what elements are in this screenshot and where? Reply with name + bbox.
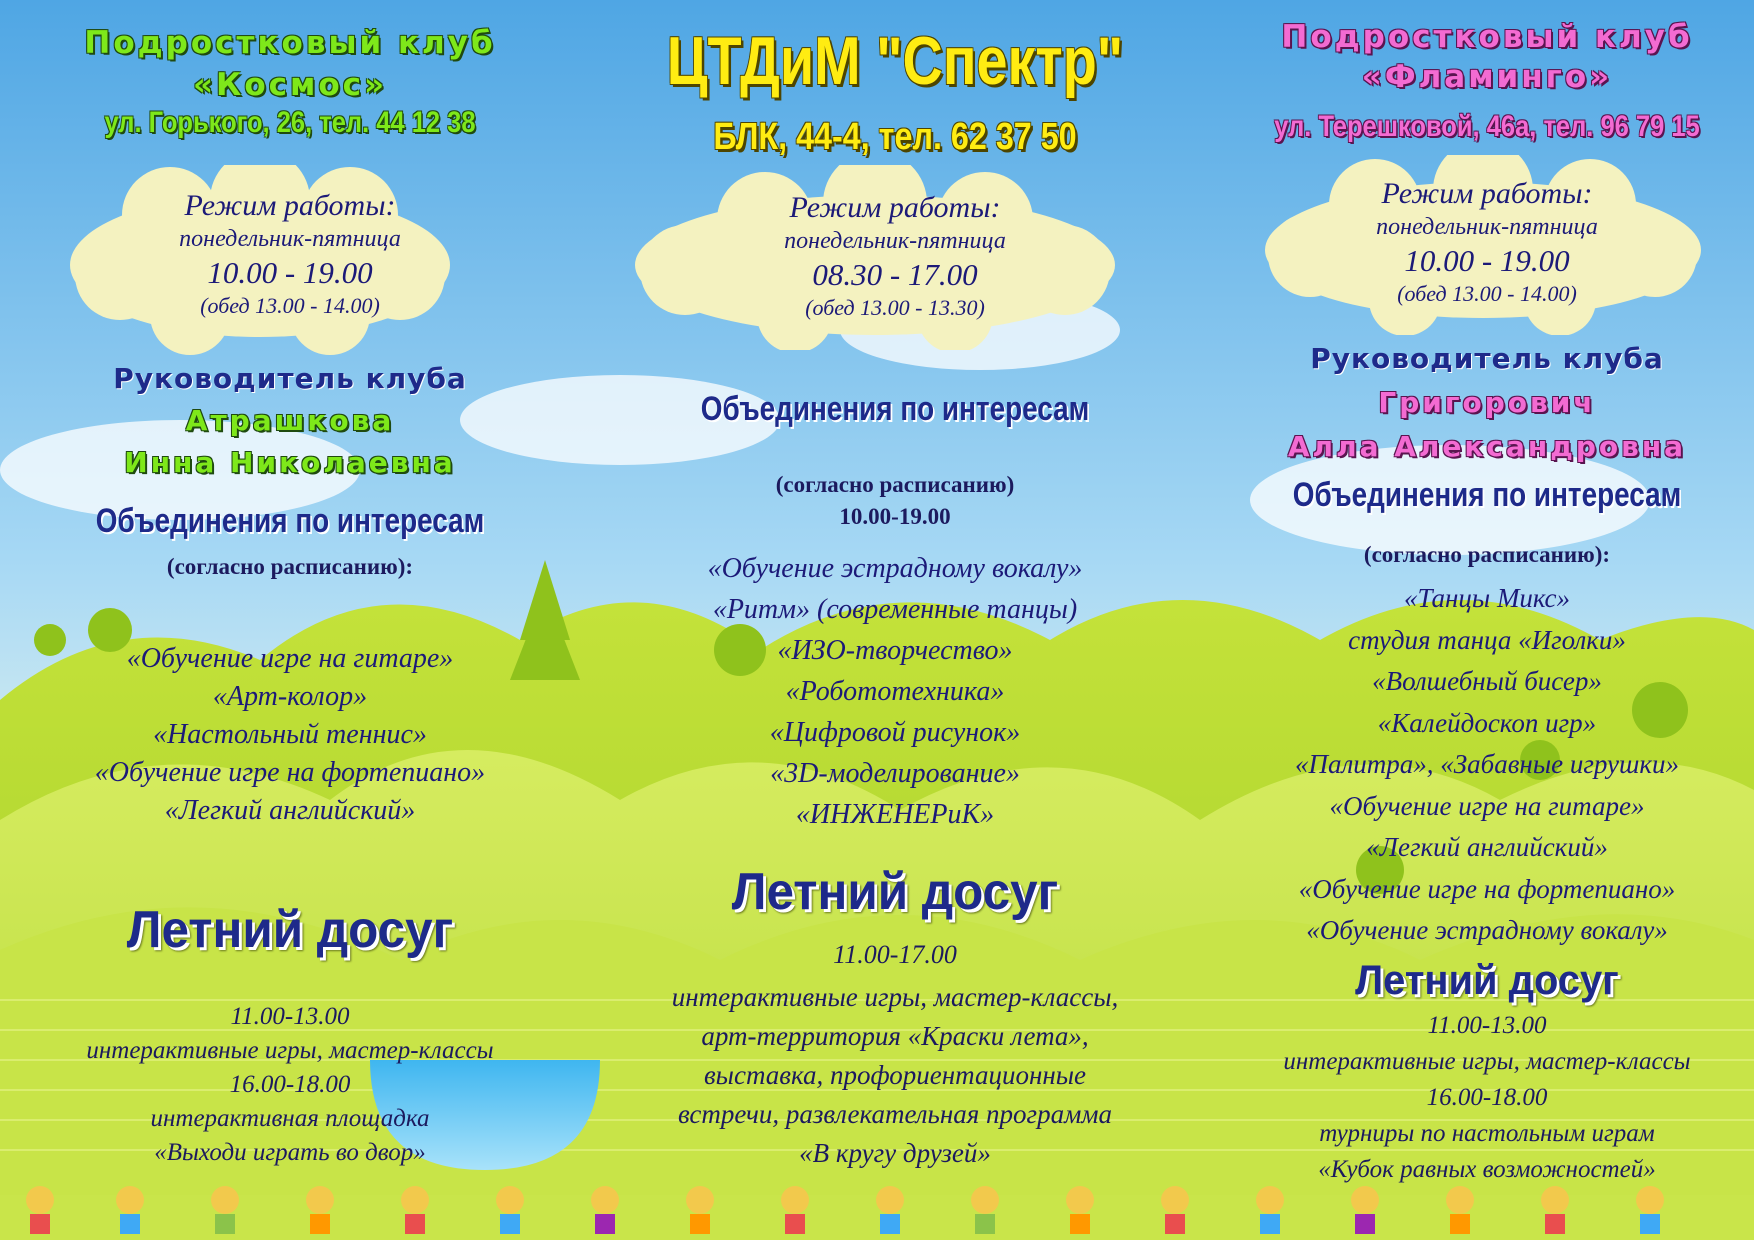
club-name: «Космос» xyxy=(192,67,388,103)
summer-line: арт-территория «Краски лета», xyxy=(701,1021,1089,1051)
hours-cloud-left xyxy=(70,165,450,355)
list-item: «Ритм» (современные танцы) xyxy=(712,594,1078,625)
summer-line: интерактивные игры, мастер-классы xyxy=(86,1037,494,1064)
leader-name-1: Григорович xyxy=(1378,386,1596,419)
list-item: «Цифровой рисунок» xyxy=(769,717,1021,748)
summer-line: «В кругу друзей» xyxy=(799,1138,991,1168)
hours-heading: Режим работы: xyxy=(184,189,396,222)
associations-title: Объединения по интересам xyxy=(1292,476,1682,514)
list-item: «Обучение игре на гитаре» xyxy=(126,643,454,674)
list-item: «Обучение игре на гитаре» xyxy=(1329,790,1645,821)
list-item: «Волшебный бисер» xyxy=(1372,666,1602,696)
summer-line: выставка, профориентационные xyxy=(703,1060,1087,1090)
summer-title: Летний досуг xyxy=(126,901,454,959)
leader-label: Руководитель клуба xyxy=(1310,342,1664,375)
hours-days: понедельник-пятница xyxy=(784,228,1006,254)
summer-time: 11.00-17.00 xyxy=(833,940,957,969)
list-item: «Обучение игре на фортепиано» xyxy=(1298,873,1676,904)
list-item: «Калейдоскоп игр» xyxy=(1377,707,1597,738)
list-item: «Обучение эстрадному вокалу» xyxy=(707,553,1083,584)
list-item: «Обучение игре на фортепиано» xyxy=(94,757,486,788)
hours-days: понедельник-пятница xyxy=(179,226,401,252)
center-address: БЛК, 44-4, тел. 62 37 50 xyxy=(713,116,1077,158)
main-title: ЦТДиМ "Спектр" xyxy=(666,23,1124,99)
working-hours: Режим работы: понедельник-пятница 10.00 … xyxy=(0,188,580,320)
summer-line: встречи, развлекательная программа xyxy=(677,1099,1113,1129)
hours-lunch: (обед 13.00 - 14.00) xyxy=(200,293,380,318)
list-item: «Настольный теннис» xyxy=(153,719,427,750)
list-item: «ИЗО-творчество» xyxy=(777,635,1013,666)
associations-schedule: (согласно расписанию): xyxy=(166,554,414,579)
leader-name-2: Алла Александровна xyxy=(1287,430,1687,463)
hours-lunch: (обед 13.00 - 14.00) xyxy=(1397,281,1577,306)
hours-days: понедельник-пятница xyxy=(1376,214,1598,240)
working-hours: Режим работы: понедельник-пятница 08.30 … xyxy=(590,190,1200,322)
summer-line: 11.00-13.00 xyxy=(1427,1012,1547,1039)
club-flamingo-column: Подростковый клуб «Фламинго» ул. Терешко… xyxy=(1220,0,1754,1240)
club-address: ул. Горького, 26, тел. 44 12 38 xyxy=(104,106,476,139)
spectr-center-column: ЦТДиМ "Спектр" БЛК, 44-4, тел. 62 37 50 … xyxy=(590,0,1200,1240)
summer-line: интерактивные игры, мастер-классы, xyxy=(671,982,1119,1012)
summer-program: интерактивные игры, мастер-классы, арт-т… xyxy=(590,978,1200,1173)
associations-schedule: (согласно расписанию): xyxy=(1363,542,1611,567)
club-title-label: Подростковый клуб xyxy=(1281,19,1693,55)
list-item: «Палитра», «Забавные игрушки» xyxy=(1294,749,1680,779)
summer-line: турниры по настольным играм xyxy=(1319,1120,1655,1147)
list-item: «Танцы Микс» xyxy=(1403,583,1571,613)
list-item: «ИНЖЕНЕРиК» xyxy=(795,799,995,830)
leader-name-1: Атрашкова xyxy=(185,404,395,437)
list-item: «Легкий английский» xyxy=(1366,832,1608,862)
activities-list: «Танцы Микс» студия танца «Иголки» «Волш… xyxy=(1220,578,1754,952)
summer-line: «Кубок равных возможностей» xyxy=(1318,1156,1656,1183)
summer-program: 11.00-13.00 интерактивные игры, мастер-к… xyxy=(0,1000,580,1170)
list-item: студия танца «Иголки» xyxy=(1348,624,1626,655)
hours-time: 10.00 - 19.00 xyxy=(207,255,373,290)
summer-line: 16.00-18.00 xyxy=(1426,1084,1548,1111)
summer-line: 11.00-13.00 xyxy=(230,1003,350,1030)
summer-line: интерактивная площадка xyxy=(150,1105,430,1132)
list-item: «Робототехника» xyxy=(785,676,1005,707)
summer-title: Летний досуг xyxy=(1355,956,1619,1003)
hours-time: 10.00 - 19.00 xyxy=(1404,243,1570,278)
leader-name-2: Инна Николаевна xyxy=(124,446,456,479)
club-name: «Фламинго» xyxy=(1361,59,1613,95)
hours-cloud-right xyxy=(1265,155,1701,335)
hours-lunch: (обед 13.00 - 13.30) xyxy=(805,295,985,320)
associations-title: Объединения по интересам xyxy=(95,502,485,540)
summer-title: Летний досуг xyxy=(731,863,1059,921)
list-item: «3D-моделирование» xyxy=(770,758,1020,789)
hours-heading: Режим работы: xyxy=(1381,177,1593,210)
summer-line: 16.00-18.00 xyxy=(229,1071,351,1098)
club-kosmos-column: Подростковый клуб «Космос» ул. Горького,… xyxy=(0,0,580,1240)
list-item: «Обучение эстрадному вокалу» xyxy=(1306,915,1668,945)
associations-time: 10.00-19.00 xyxy=(839,504,951,529)
leader-label: Руководитель клуба xyxy=(113,362,467,395)
club-title-label: Подростковый клуб xyxy=(84,25,496,61)
summer-line: интерактивные игры, мастер-классы xyxy=(1283,1048,1691,1075)
hours-cloud-middle xyxy=(635,165,1115,350)
hours-heading: Режим работы: xyxy=(789,191,1001,224)
hours-time: 08.30 - 17.00 xyxy=(812,257,978,292)
activities-list: «Обучение эстрадному вокалу» «Ритм» (сов… xyxy=(590,548,1200,835)
associations-schedule: (согласно расписанию) xyxy=(775,472,1015,497)
list-item: «Легкий английский» xyxy=(164,795,416,826)
summer-line: «Выходи играть во двор» xyxy=(154,1139,426,1166)
club-address: ул. Терешковой, 46а, тел. 96 79 15 xyxy=(1274,110,1700,143)
list-item: «Арт-колор» xyxy=(212,681,368,712)
activities-list: «Обучение игре на гитаре» «Арт-колор» «Н… xyxy=(0,640,580,830)
associations-title: Объединения по интересам xyxy=(700,390,1090,428)
working-hours: Режим работы: понедельник-пятница 10.00 … xyxy=(1220,176,1754,308)
summer-program: 11.00-13.00 интерактивные игры, мастер-к… xyxy=(1220,1008,1754,1188)
